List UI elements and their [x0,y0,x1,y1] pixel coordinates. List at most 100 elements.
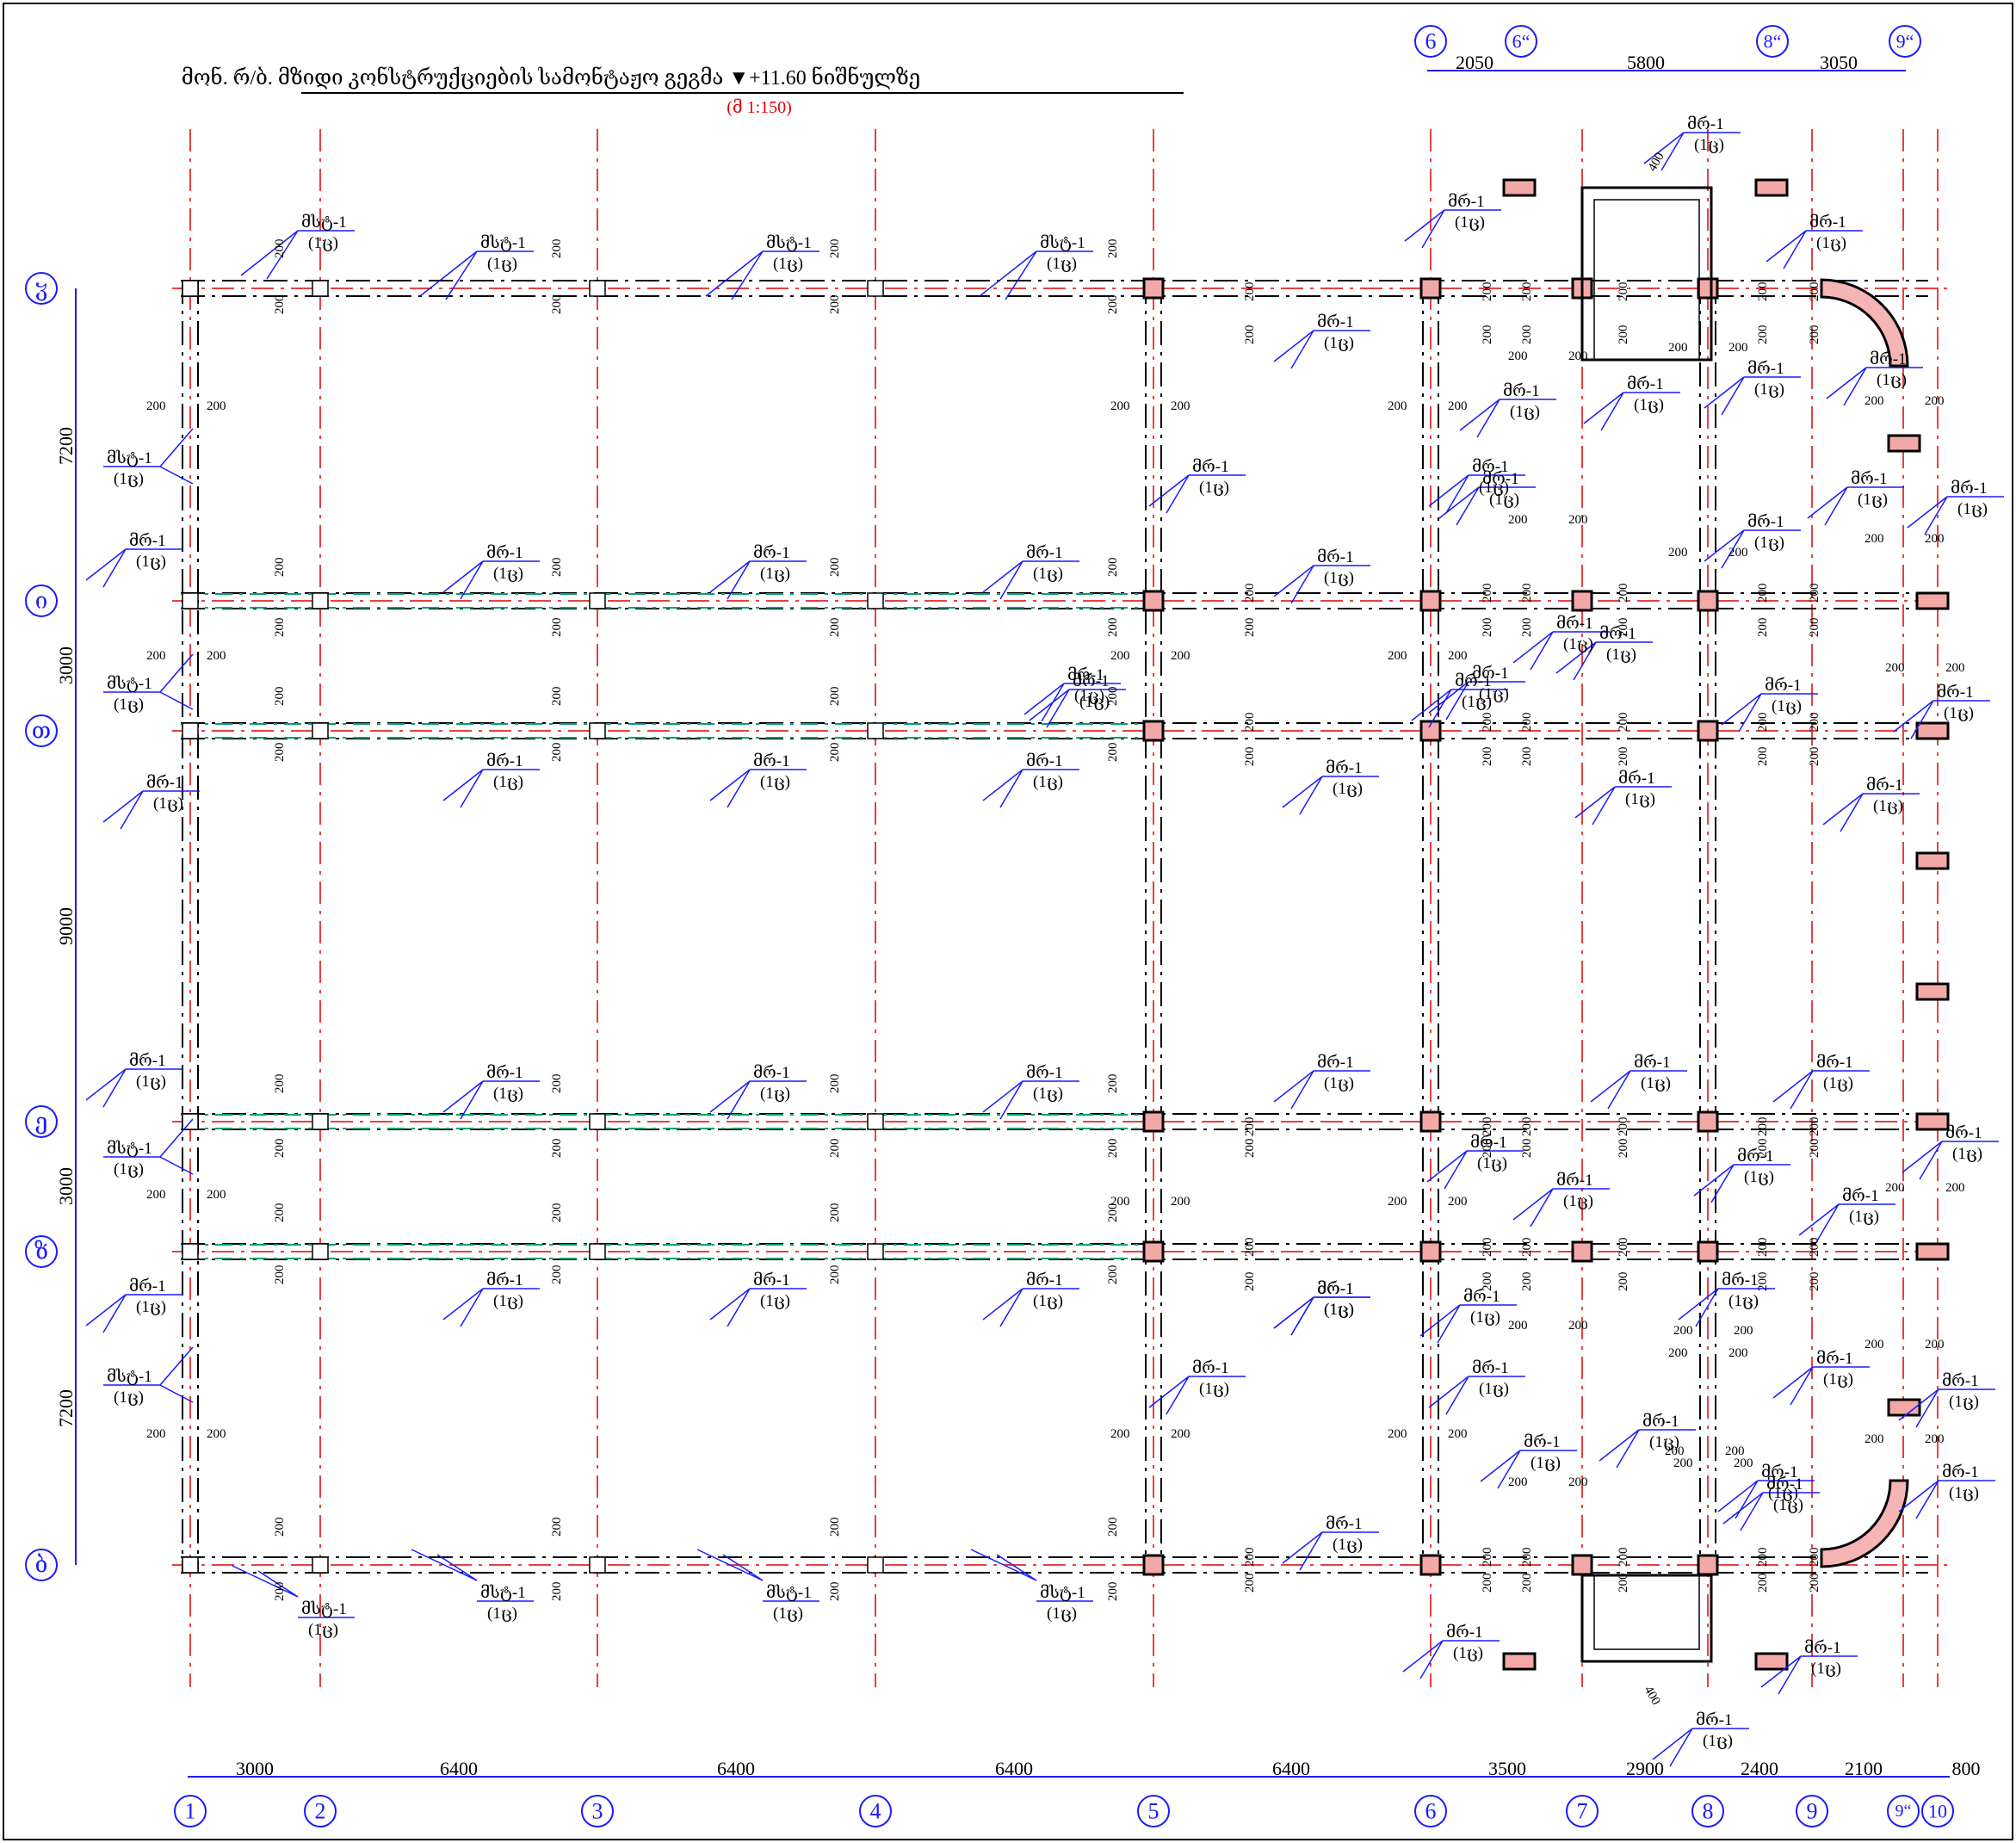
offset-dim: 200 [1448,1427,1468,1441]
offset-dim: 200 [1448,649,1468,663]
beam-tag: მრ-1 [1524,1433,1561,1451]
count-tag: (1ც) [1649,1433,1679,1451]
column-tag: მსტ-1 [107,1368,152,1386]
offset-dim: 200 [828,239,842,259]
column-tag: მსტ-1 [480,234,526,252]
leader-line [1815,1203,1840,1243]
leader-line [1590,1070,1631,1103]
offset-dim: 200 [1110,649,1130,663]
beam-tag: მრ-1 [1747,360,1784,378]
column-heavy [1142,277,1165,300]
leader-line [1607,1070,1631,1110]
leader-line [85,1294,127,1327]
leader-line [442,769,484,801]
offset-dim: 200 [1673,1456,1693,1470]
count-tag: (1ც) [308,234,338,252]
dimension-lines [75,70,1950,1778]
column-light [312,280,329,297]
count-tag: (1ც) [1957,500,1988,518]
leader-line [411,1549,478,1581]
dim-6-7: 3500 [1488,1758,1526,1779]
count-tag: (1ც) [1033,1292,1063,1310]
offset-dim: 200 [828,1582,842,1602]
offset-dim: 200 [1243,747,1257,767]
leader-line [460,1080,484,1120]
column-heavy [1915,1112,1950,1131]
axis-lines [172,129,1954,1687]
offset-dim: 200 [1864,1338,1884,1351]
offset-dim: 200 [1756,1139,1770,1159]
leader-line [1166,474,1190,514]
axis-9: 9 [1807,1799,1818,1824]
axis-8: 8 [1703,1799,1714,1824]
offset-dim: 200 [207,1188,226,1202]
beam-tag: მრ-1 [1448,193,1485,211]
offset-dim: 200 [273,1203,287,1223]
leader-line [1722,1492,1764,1524]
offset-dim: 200 [1617,1238,1630,1258]
count-tag: (1ც) [1873,797,1903,815]
beam-tag: მრ-1 [1556,615,1593,633]
offset-dim: 200 [1808,713,1821,733]
offset-dim: 200 [1243,618,1257,638]
leader-line [257,1570,299,1598]
leader-line [442,1080,484,1113]
left-dim-5: 7200 [55,1389,77,1427]
leader-line [1600,392,1624,431]
offset-dim: 200 [1448,399,1468,413]
beam-tag: მრ-1 [486,544,523,562]
offset-dim: 200 [1808,1238,1821,1258]
offset-dim: 200 [1106,1203,1120,1223]
leader-line [1148,1376,1190,1408]
leader-line [1282,1531,1323,1564]
offset-dim: 200 [1481,713,1494,733]
offset-dim: 200 [1520,1548,1534,1568]
top-axis-labels: 6 6“ 8“ 9“ 2050 5800 3050 [1425,29,1914,74]
count-tag: (1ც) [308,1621,338,1639]
offset-dim: 200 [207,649,226,663]
offset-dim: 200 [1668,341,1688,355]
offset-dim: 200 [1520,618,1534,638]
offset-dim: 200 [1388,1427,1407,1441]
column-tag: მსტ-1 [480,1584,526,1602]
offset-dim: 200 [1481,1238,1494,1258]
beam-tag: მრ-1 [1472,665,1509,683]
count-tag: (1ც) [1479,479,1509,497]
offset-dim: 200 [1617,325,1630,345]
offset-dim: 200 [1106,558,1120,578]
column-heavy [1502,1652,1537,1671]
leader-line [1652,1728,1693,1760]
count-tag: (1ც) [487,1605,517,1623]
left-dim-4: 3000 [55,1167,77,1205]
column-light [867,280,884,297]
leader-line [1290,1070,1314,1110]
beam-tag: მრ-1 [486,1271,523,1289]
leader-line [102,790,144,823]
offset-dim: 200 [273,239,287,259]
beam-tag: მრ-1 [1026,544,1063,562]
curved-corners [1820,278,1909,1568]
leader-line [1721,529,1745,569]
offset-dim: 200 [1617,584,1630,603]
leader-line [1738,693,1762,733]
beam-tag: მრ-1 [1472,458,1509,476]
offset-dim: 200 [1106,1518,1120,1537]
column-light [589,280,606,297]
leader-line [1426,1150,1468,1183]
offset-dim: 200 [1756,282,1770,302]
axis-row-6: ბ [35,1553,48,1578]
offset-dim: 200 [550,743,564,763]
offset-dim: 200 [1668,546,1688,560]
axis-9p: 9“ [1895,1802,1912,1821]
beam-tag: მრ-1 [753,1271,790,1289]
offset-dim: 200 [828,295,842,315]
column-heavy [1419,277,1442,300]
sheet-border [3,3,2013,1840]
leader-line [1704,376,1745,409]
beam-tag: მრ-1 [1761,1463,1798,1481]
offset-dim: 200 [1171,1195,1190,1209]
element-labels: მსტ-1(1ც)მსტ-1(1ც)მსტ-1(1ც)მსტ-1(1ც)მსტ-… [107,115,1988,1750]
beam-tag: მრ-1 [1765,677,1802,695]
offset-dim: 200 [828,1074,842,1094]
beam-tag: მრ-1 [1067,666,1104,684]
